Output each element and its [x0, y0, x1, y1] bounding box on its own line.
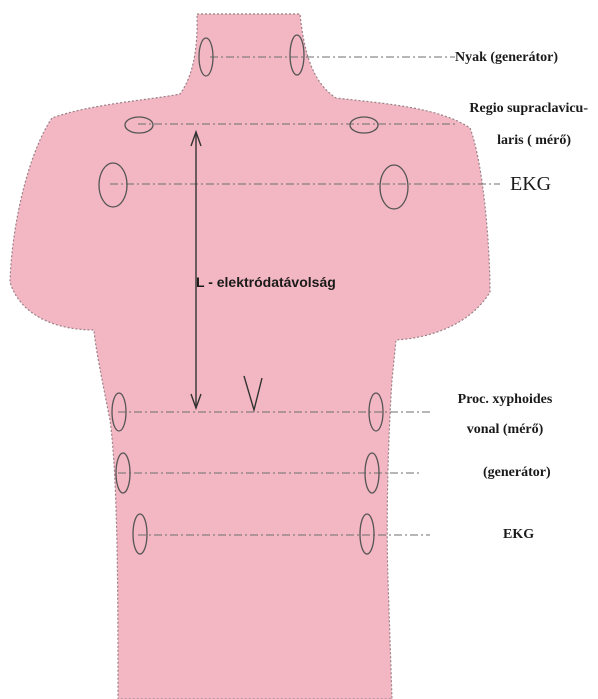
label-ekg-lower: EKG	[503, 525, 534, 545]
label-regio-line1: Regio supraclavicu-	[418, 99, 588, 119]
label-proc-line2: vonal (mérő)	[430, 420, 580, 440]
label-distance: L - elektródatávolság	[196, 272, 336, 292]
label-proc-line1: Proc. xyphoides	[430, 390, 580, 410]
label-ekg-upper: EKG	[510, 174, 551, 194]
label-generator: (generátor)	[483, 463, 551, 483]
label-regio-line2: laris ( mérő)	[418, 131, 571, 151]
label-nyak: Nyak (generátor)	[455, 48, 558, 68]
